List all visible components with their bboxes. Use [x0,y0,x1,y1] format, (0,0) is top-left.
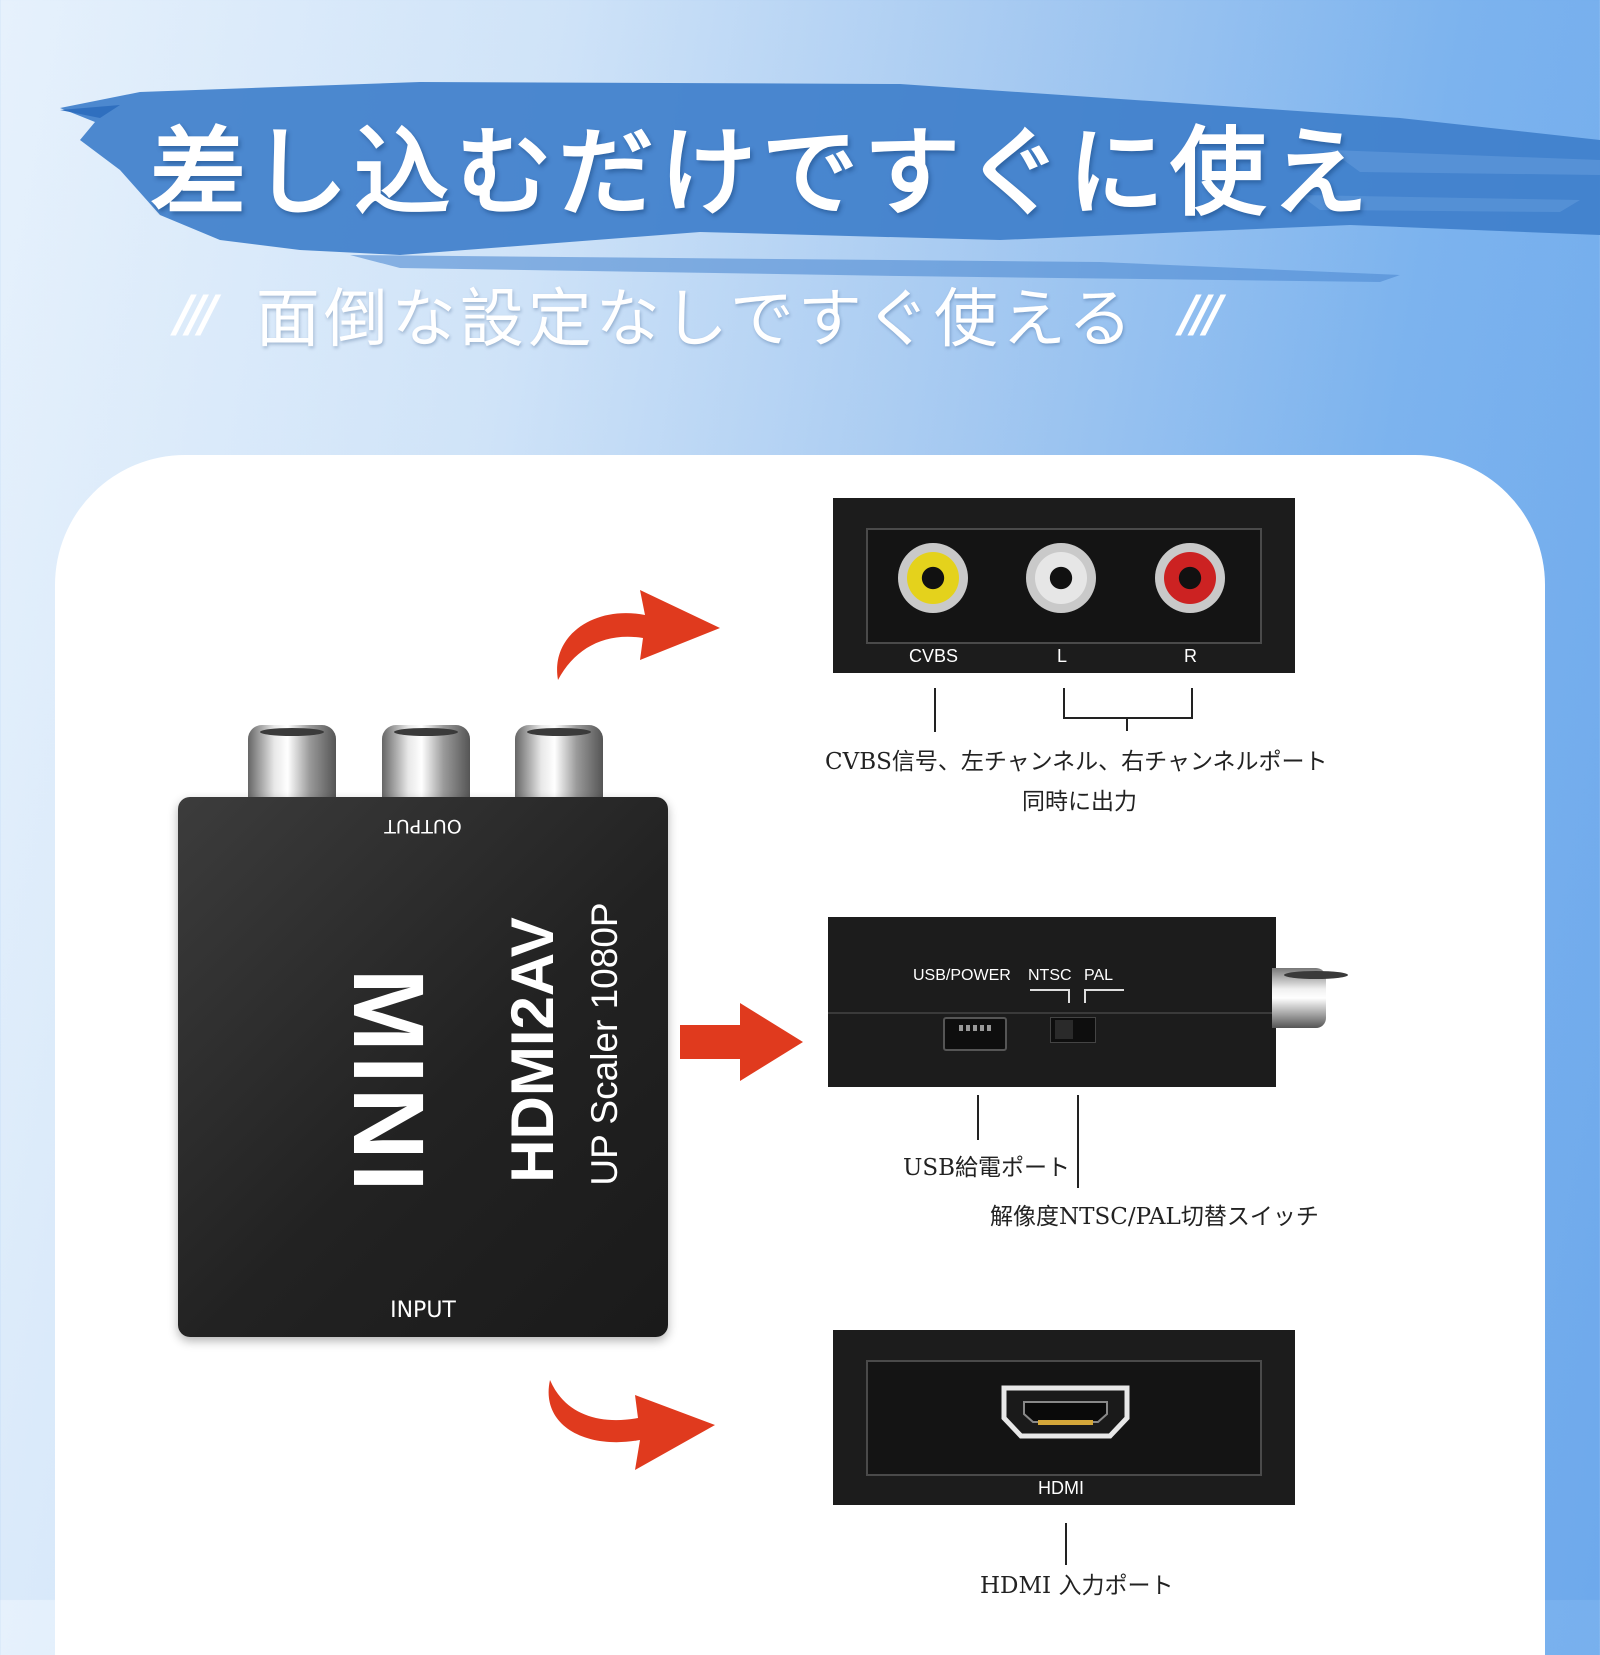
pal-label: PAL [1084,967,1114,984]
l-port-label: L [1057,646,1068,666]
usb-caption: USB給電ポート [903,1155,1071,1181]
r-port-icon [1155,543,1225,613]
av-caption-line2: 同時に出力 [1022,789,1137,815]
av-caption-line1: CVBS信号、左チャンネル、右チャンネルポート [825,749,1328,775]
converter-device: OUTPUT MINI HDMI2AV UP Scaler 1080P INPU… [178,797,668,1337]
device-input-label: INPUT [390,1298,456,1323]
subline-row: /// 面倒な設定なしですぐ使える /// [175,268,1325,360]
headline: 差し込むだけですぐに使え [150,117,1374,229]
ntsc-pal-switch-icon [1050,1017,1096,1043]
cvbs-port-label: CVBS [909,646,959,666]
arrow-icon-bottom [548,1380,715,1470]
l-port-icon [1026,543,1096,613]
pal-bracket [1084,989,1124,1003]
arrow-icon-middle [680,1003,803,1081]
switch-caption: 解像度NTSC/PAL切替スイッチ [990,1204,1319,1230]
subline-text: 面倒な設定なしですぐ使える [255,283,1136,357]
rca-jack-white [382,725,470,797]
hdmi-port-icon [1001,1385,1130,1439]
bracket-left [1063,688,1065,718]
cvbs-port-icon [898,543,968,613]
rca-jack-yellow [248,725,336,797]
ntsc-bracket [1030,989,1070,1003]
hdmi-input-panel: HDMI [833,1330,1295,1505]
side-panel: USB/POWER NTSC PAL [828,917,1276,1087]
arrow-icon-top [557,590,720,680]
slash-decoration-left: /// [175,285,218,343]
hdmi-caption: HDMI 入力ポート [980,1573,1174,1599]
leader-line-hdmi [1065,1523,1067,1565]
rca-jack-red [515,725,603,797]
side-panel-seam [828,1012,1276,1014]
slash-decoration-right: /// [1179,285,1223,343]
leader-line-switch [1077,1095,1079,1188]
device-subtitle: UP Scaler 1080P [584,902,625,1186]
usb-port-icon [943,1017,1007,1051]
side-rca-jack [1272,968,1348,1028]
bracket-right [1191,688,1193,718]
av-output-panel: CVBS L R [833,498,1295,673]
device-brand: MINI [332,968,444,1196]
r-port-label: R [1184,646,1197,666]
leader-line-usb [977,1095,979,1140]
ntsc-label: NTSC [1028,967,1072,984]
hdmi-port-label: HDMI [1038,1478,1084,1498]
brush-stroke-banner [60,82,1600,282]
device-model: HDMI2AV [499,917,566,1183]
bracket-bar [1063,717,1193,719]
leader-line-cvbs [934,688,936,732]
bracket-stem [1126,717,1128,731]
usb-power-label: USB/POWER [913,967,1011,984]
device-output-label: OUTPUT [384,815,462,837]
